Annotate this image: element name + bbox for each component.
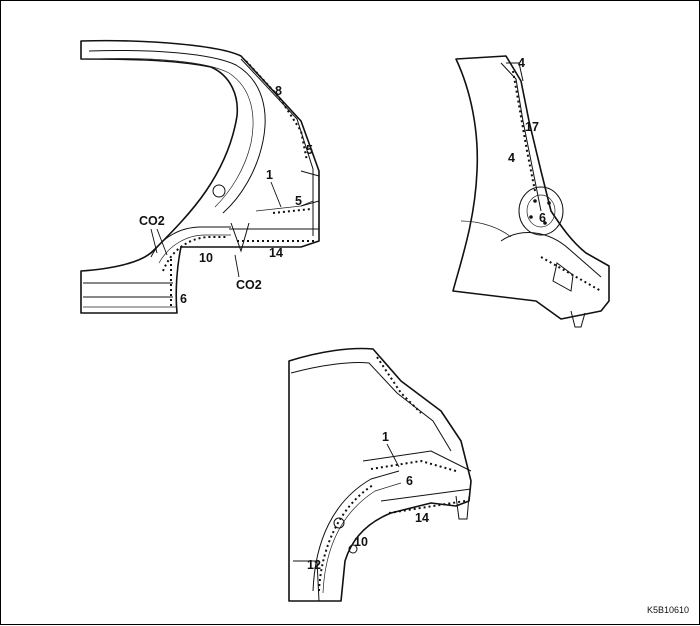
label-4-top: 4: [518, 56, 525, 70]
inner-wheel-arch: [312, 470, 400, 592]
label-4-mid: 4: [508, 151, 515, 165]
label-5-upper: 5: [306, 143, 313, 157]
weld-line-wheel-arch: [162, 236, 227, 272]
weld-line-inner-center: [370, 459, 457, 472]
view-top-left: 8 5 1 5 CO2 10 14 CO2 6: [80, 39, 320, 314]
label-10: 10: [354, 535, 368, 549]
pillar-panel-outline: [452, 55, 610, 320]
label-12: 12: [307, 558, 321, 572]
label-17: 17: [525, 120, 539, 134]
label-14: 14: [415, 511, 429, 525]
label-5-lower: 5: [295, 194, 302, 208]
weld-line-pillar: [512, 70, 536, 192]
window-edge: [88, 50, 266, 214]
label-co2-bottom: CO2: [236, 278, 262, 292]
label-10: 10: [199, 251, 213, 265]
view-bottom: 1 6 14 10 12: [288, 347, 472, 602]
label-14: 14: [269, 246, 283, 260]
wheel-arch-outer: [150, 226, 231, 258]
label-1: 1: [266, 168, 273, 182]
label-1: 1: [382, 430, 389, 444]
mount-dome: [518, 186, 564, 236]
view-top-right: 4 17 4 6: [452, 55, 610, 328]
label-6: 6: [539, 211, 546, 225]
label-6: 6: [406, 474, 413, 488]
figure-code: K5B10610: [647, 605, 689, 615]
label-8: 8: [275, 84, 282, 98]
label-6: 6: [180, 292, 187, 306]
label-co2-left: CO2: [139, 214, 165, 228]
quarter-panel-outline: [80, 39, 320, 314]
